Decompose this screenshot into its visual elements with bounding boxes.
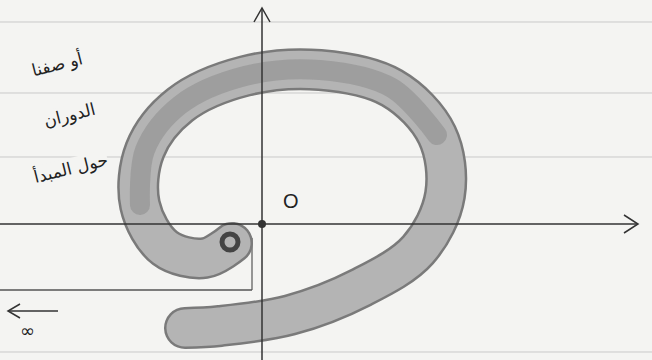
origin-dot [258, 220, 266, 228]
note-text: أو صفنا الدوران حول المبدأ [0, 33, 113, 203]
spiral-band [138, 69, 446, 328]
axes [0, 8, 638, 360]
infinity-arrow [8, 304, 58, 318]
notebook-lines [0, 22, 652, 352]
spiral-fill [138, 69, 446, 328]
spiral-shading [140, 69, 437, 205]
note-text: أو صفنا الدوران حول المبدأ [30, 48, 110, 187]
infinity-label: ∞ [20, 320, 35, 342]
spiral-outline [138, 69, 446, 328]
origin-label: O [283, 190, 299, 212]
infinity-label: ∞ [20, 320, 35, 341]
baseline-line [0, 289, 252, 290]
spiral-curl [222, 234, 238, 250]
origin-label: O [283, 190, 299, 212]
